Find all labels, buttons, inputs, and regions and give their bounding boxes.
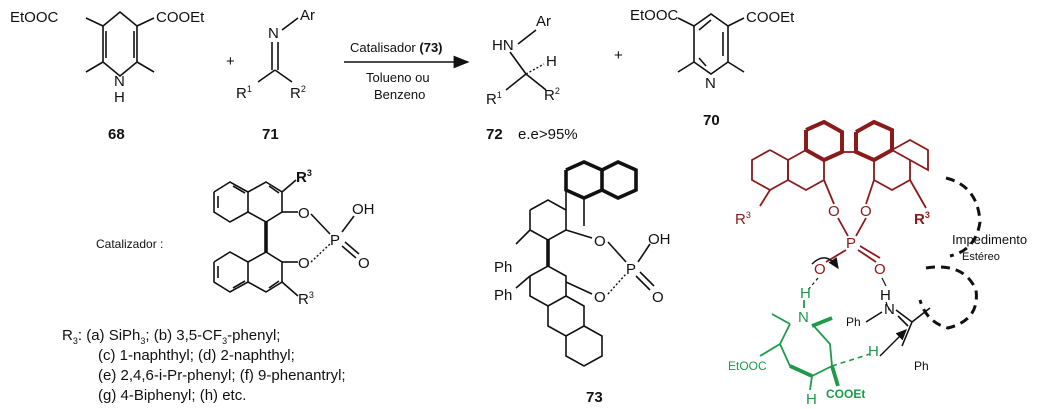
aryl-label: Ar [536, 13, 551, 30]
atom-label: O [652, 289, 664, 306]
phenyl-label: Ph [494, 287, 512, 304]
compound-68: EtOOC COOEt N H 68 [10, 9, 205, 143]
ester-label: COOEt [826, 387, 865, 401]
atom-label: H [880, 287, 891, 304]
catalyst-condition: Catalisador (73) [350, 40, 443, 55]
catalyst-label: Catalizador : [96, 237, 163, 251]
atom-label: O [828, 203, 840, 220]
atom-label: H [868, 343, 879, 360]
atom-label: N [798, 309, 809, 326]
substituent-label: R3 [735, 210, 751, 228]
catalyst-structure: Catalizador : R3 O R3 O P OH O [96, 168, 375, 308]
phenyl-label: Ph [914, 359, 929, 373]
atom-label: O [358, 255, 370, 272]
steric-bulk-upper [945, 176, 982, 258]
plus-sign: + [614, 47, 623, 64]
plus-sign: + [226, 53, 235, 70]
atom-label: P [626, 261, 636, 278]
substituent-label: R1 [236, 84, 252, 102]
phenyl-label: Ph [494, 259, 512, 276]
substituent-label: R3 [914, 210, 930, 228]
substituent-list-line: (c) 1-naphthyl; (d) 2-naphthyl; [98, 347, 295, 364]
atom-label: OH [352, 201, 375, 218]
catalyst-73: Ph Ph O O P OH O 73 [494, 160, 671, 406]
substituent-label: R2 [290, 84, 306, 102]
phenyl-label: Ph [846, 315, 861, 329]
ester-label: COOEt [746, 9, 795, 26]
atom-label: N [884, 301, 895, 318]
transition-state-model: R3 R3 O O P O O H H N H EtOOC COOEt H [728, 119, 1027, 408]
substituent-list-line: R3: (a) SiPh3; (b) 3,5-CF3-phenyl; [62, 327, 280, 346]
atom-label: H [114, 89, 125, 106]
atom-label: H [546, 53, 557, 70]
substituent-list-line: (e) 2,4,6-i-Pr-phenyl; (f) 9-phenantryl; [98, 367, 346, 384]
compound-number: 70 [703, 112, 720, 129]
compound-72: HN Ar H R1 R2 72 e.e>95% [486, 13, 578, 143]
atom-label: O [814, 261, 826, 278]
ester-label: COOEt [156, 9, 205, 26]
atom-label: N [114, 73, 125, 90]
substituent-label: R3 [298, 290, 314, 308]
atom-label: N [705, 75, 716, 92]
atom-label: O [594, 289, 606, 306]
atom-label: O [860, 203, 872, 220]
substituent-list: R3: (a) SiPh3; (b) 3,5-CF3-phenyl; (c) 1… [62, 327, 346, 404]
enantiomeric-excess: e.e>95% [518, 126, 578, 143]
substituent-list-line: (g) 4-Biphenyl; (h) etc. [98, 387, 246, 404]
annotation-label: Estéreo [962, 251, 1000, 263]
reaction-arrow: Catalisador (73) Tolueno ou Benzeno [344, 40, 470, 102]
atom-label: O [874, 261, 886, 278]
compound-number: 71 [262, 126, 279, 143]
compound-71: N Ar R1 R2 71 [236, 7, 315, 143]
aryl-label: Ar [300, 7, 315, 24]
atom-label: N [268, 25, 279, 42]
compound-number: 73 [586, 389, 603, 406]
ester-label: EtOOC [630, 7, 679, 24]
atom-label: O [298, 255, 310, 272]
solvent-condition: Benzeno [374, 87, 425, 102]
atom-label: O [298, 205, 310, 222]
atom-label: P [330, 232, 340, 249]
compound-number: 68 [108, 126, 125, 143]
atom-label: H [806, 391, 817, 408]
atom-label: H [800, 285, 811, 302]
substituent-label: R1 [486, 90, 502, 108]
atom-label: O [594, 233, 606, 250]
compound-number: 72 [486, 126, 503, 143]
substituent-label: R2 [544, 86, 560, 104]
solvent-condition: Tolueno ou [366, 70, 430, 85]
ester-label: EtOOC [728, 359, 767, 373]
atom-label: OH [648, 231, 671, 248]
annotation-label: Impedimento [952, 232, 1027, 247]
ester-label: EtOOC [10, 9, 59, 26]
atom-label: P [846, 235, 856, 252]
steric-bulk-lower [918, 265, 978, 330]
atom-label: HN [492, 37, 514, 54]
substituent-label: R3 [296, 168, 312, 186]
compound-70: EtOOC COOEt N 70 [630, 7, 795, 129]
